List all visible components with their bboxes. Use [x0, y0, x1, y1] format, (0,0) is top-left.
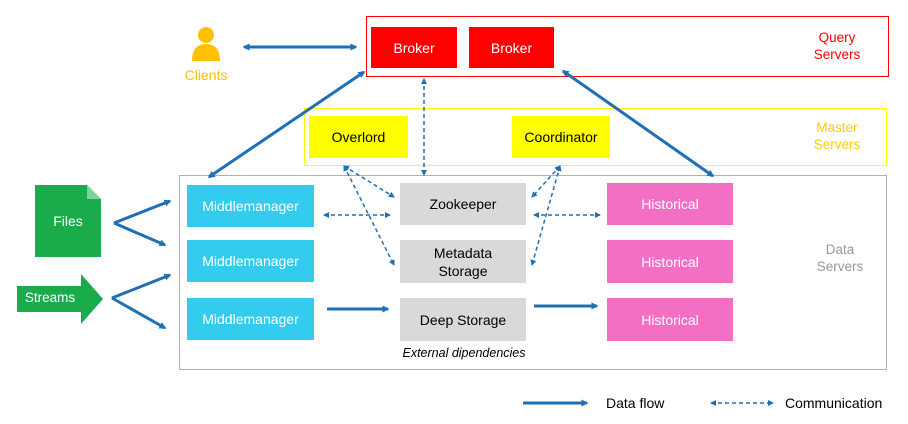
zookeeper-box: Zookeeper	[400, 183, 526, 225]
data-flow-arrow	[207, 70, 366, 179]
query-servers-label: Query Servers	[797, 29, 877, 63]
data-flow-arrow	[113, 199, 172, 225]
metadata-storage-line1: Metadata	[433, 244, 493, 261]
legend-communication-label: Communication	[785, 395, 883, 411]
data-servers-label-line2: Servers	[816, 259, 864, 274]
master-servers-label-line1: Master	[816, 120, 858, 135]
master-servers-label: Master Servers	[797, 119, 877, 153]
data-flow-arrow	[113, 221, 167, 247]
metadata-storage-box: Metadata Storage	[400, 240, 526, 283]
middlemanager-box: Middlemanager	[187, 185, 314, 227]
broker-box: Broker	[371, 27, 457, 68]
middlemanager-box: Middlemanager	[187, 298, 314, 340]
query-servers-label-line1: Query	[818, 30, 856, 45]
data-flow-arrow	[561, 69, 715, 178]
middlemanager-box: Middlemanager	[187, 240, 314, 282]
broker-box: Broker	[469, 27, 554, 68]
metadata-storage-line2: Storage	[438, 262, 488, 279]
communication-arrow	[343, 165, 395, 266]
user-icon	[192, 27, 220, 61]
data-servers-label: Data Servers	[800, 241, 880, 275]
streams-label: Streams	[24, 290, 76, 305]
master-servers-label-line2: Servers	[813, 137, 861, 152]
historical-box: Historical	[607, 240, 733, 283]
data-flow-arrow	[111, 296, 167, 330]
external-dependencies-caption: External dipendencies	[402, 346, 526, 360]
data-servers-label-line1: Data	[825, 242, 855, 257]
file-icon	[35, 185, 101, 257]
streams-arrow-icon	[17, 274, 103, 324]
historical-box: Historical	[607, 298, 733, 341]
data-flow-arrow	[111, 273, 172, 300]
query-servers-label-line2: Servers	[813, 47, 861, 62]
historical-box: Historical	[607, 183, 733, 225]
deep-storage-box: Deep Storage	[400, 298, 526, 341]
files-label: Files	[53, 213, 83, 229]
legend-data-flow-label: Data flow	[606, 395, 665, 411]
